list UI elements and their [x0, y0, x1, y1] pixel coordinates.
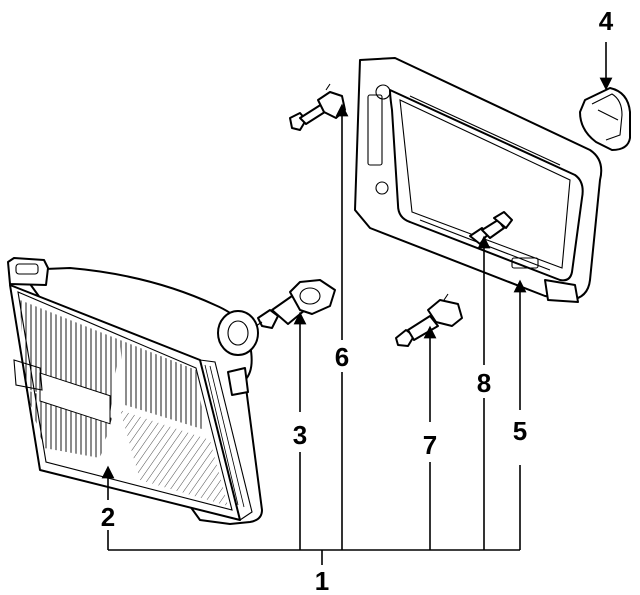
retainer-clip: [579, 87, 631, 151]
callout-5: 5: [513, 416, 527, 446]
leader-lines: [101, 42, 613, 565]
callout-6: 6: [335, 342, 349, 372]
side-bulb: [289, 83, 346, 131]
headlamp-assembly: [7, 257, 263, 525]
halogen-bulb: [255, 279, 336, 329]
mounting-frame: [354, 57, 603, 303]
callout-7: 7: [423, 430, 437, 460]
callout-4: 4: [599, 6, 614, 36]
callout-3: 3: [293, 420, 307, 450]
callout-8: 8: [477, 368, 491, 398]
callout-1: 1: [315, 566, 329, 595]
callout-2: 2: [101, 502, 115, 532]
park-bulb: [395, 293, 463, 347]
